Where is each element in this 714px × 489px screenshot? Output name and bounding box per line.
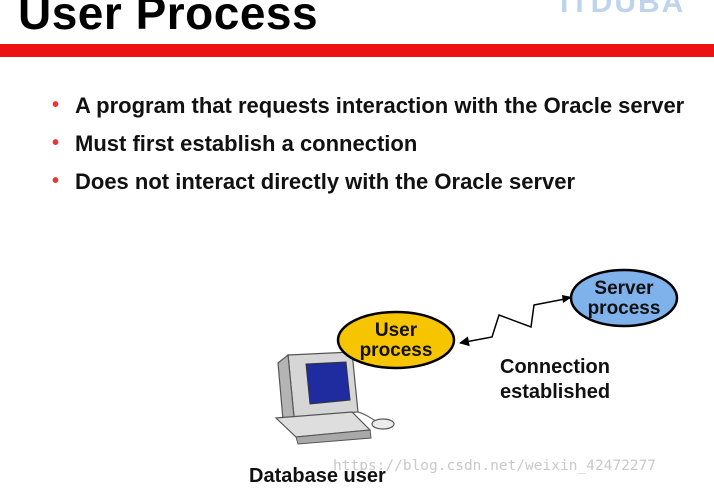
connection-label-line1: Connection	[500, 356, 610, 378]
user-process-node: User process	[336, 310, 456, 370]
server-process-node: Server process	[569, 268, 679, 328]
connection-arrowhead-start	[562, 295, 572, 303]
client-caption: Database user	[249, 465, 386, 487]
server-process-label-line1: Server	[594, 278, 654, 299]
bullet-item: • A program that requests interaction wi…	[50, 90, 714, 121]
bullet-item: • Does not interact directly with the Or…	[50, 166, 714, 197]
bullet-text: A program that requests interaction with…	[75, 93, 685, 118]
bullet-dot-icon: •	[52, 170, 60, 192]
server-process-label-line2: process	[588, 298, 661, 319]
watermark-url: https://blog.csdn.net/weixin_42472277	[333, 458, 657, 474]
connection-label: Connection established	[500, 355, 610, 405]
bullet-dot-icon: •	[52, 132, 60, 154]
brand-logo: ITDUBA	[560, 0, 686, 19]
bullet-list: • A program that requests interaction wi…	[50, 90, 714, 204]
bullet-item: • Must first establish a connection	[50, 128, 714, 159]
title-divider-bar	[0, 44, 714, 57]
bullet-text: Does not interact directly with the Orac…	[75, 169, 576, 194]
user-process-label-line2: process	[360, 340, 433, 361]
bullet-dot-icon: •	[52, 94, 60, 116]
bullet-text: Must first establish a connection	[75, 131, 418, 156]
connection-lightning-arrow	[459, 297, 571, 347]
computer-icon	[274, 351, 395, 445]
connection-label-line2: established	[500, 381, 611, 403]
slide-title: User Process	[18, 0, 319, 39]
user-process-label-line1: User	[375, 320, 418, 341]
